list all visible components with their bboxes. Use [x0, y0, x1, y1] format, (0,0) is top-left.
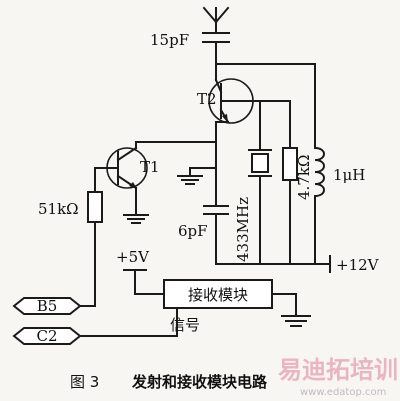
capacitor-6pf-label: 6pF	[178, 222, 208, 240]
t1-base-wire	[94, 167, 119, 193]
plus5v-wire	[134, 269, 165, 295]
plus5v-label: +5V	[116, 248, 150, 266]
connector-b5-label: B5	[37, 297, 58, 315]
t2-emitter-wire	[215, 121, 229, 207]
resistor-4k7	[282, 147, 298, 265]
crystal-433mhz	[248, 149, 272, 265]
antenna-icon	[202, 6, 230, 33]
ground-icon	[123, 214, 149, 224]
base-rail-wire	[259, 100, 291, 149]
connector-c2-label: C2	[36, 327, 57, 345]
transistor-t1	[106, 141, 217, 216]
transistor-t2-label: T2	[197, 90, 217, 108]
inductor-label: 1μH	[333, 166, 365, 184]
transistor-t2	[208, 63, 261, 124]
resistor-51k-label: 51kΩ	[38, 200, 79, 218]
ground-icon	[281, 315, 311, 327]
top-rail-wire	[215, 41, 316, 149]
caption-title: 发射和接收模块电路	[131, 373, 268, 391]
transistor-t1-label: T1	[140, 158, 160, 176]
receiver-module-label: 接收模块	[188, 286, 248, 304]
capacitor-15pf	[202, 32, 230, 43]
watermark-url: www.edatop.com	[300, 387, 386, 398]
capacitor-15pf-label: 15pF	[150, 31, 189, 49]
plus12v-label: +12V	[336, 256, 380, 274]
caption-number: 图 3	[70, 373, 99, 391]
resistor-51k	[87, 191, 103, 307]
inductor-1uh	[313, 146, 325, 265]
signal-label: 信号	[170, 316, 200, 334]
watermark-brand: 易迪拓培训	[278, 356, 398, 384]
receiver-ground-wire	[271, 293, 297, 317]
resistor-4k7-label: 4.7kΩ	[295, 155, 313, 200]
ground-icon	[177, 167, 217, 185]
receiver-module-box	[163, 279, 273, 309]
capacitor-6pf	[203, 205, 229, 265]
crystal-label: 433MHz	[234, 197, 252, 262]
